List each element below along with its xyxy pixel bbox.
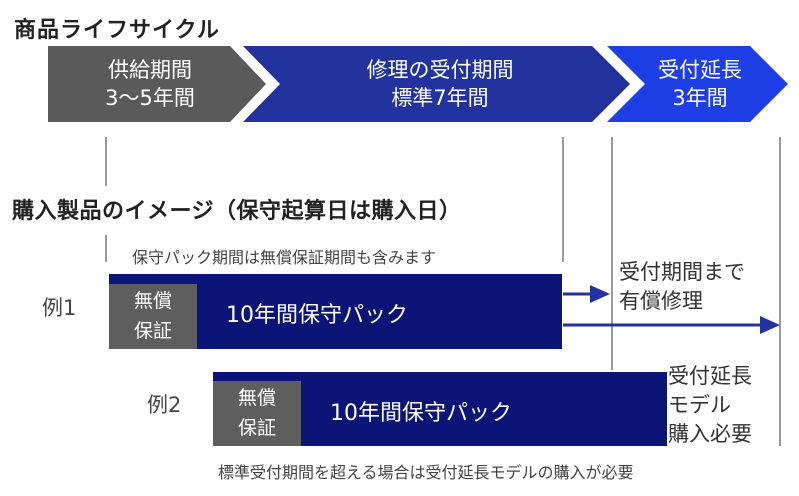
example1-warranty-line1: 無償 (133, 290, 172, 312)
example2-side-line2: モデル (668, 393, 731, 417)
phase-repair-chevron (243, 46, 630, 122)
example1-warranty-line2: 保証 (133, 320, 172, 342)
example1-side-line1: 受付期間まで (619, 260, 745, 284)
arrow-to-extension-end (563, 316, 780, 334)
example2-warranty-box: 無償 保証 (213, 381, 301, 446)
purchase-title: 購入製品のイメージ（保守起算日は購入日） (12, 199, 462, 224)
example2-side-line3: 購入必要 (668, 422, 752, 446)
example2-side-line1: 受付延長 (668, 364, 752, 388)
example2-pack-label: 10年間保守パック (330, 401, 512, 426)
guide-line-start-lower (105, 235, 107, 262)
note-bottom: 標準受付期間を超える場合は受付延長モデルの購入が必要 (218, 463, 634, 482)
example2-label: 例2 (147, 393, 182, 417)
phase-supply-line2: 3〜5年間 (105, 86, 195, 110)
example1-warranty-box: 無償 保証 (109, 284, 197, 349)
arrow-to-standard-end (563, 285, 610, 303)
example1-label: 例1 (42, 296, 77, 320)
phase-extension-chevron (607, 46, 788, 122)
guide-line-extension-end (779, 137, 781, 446)
example2-warranty-line1: 無償 (237, 387, 276, 409)
guide-line-start-upper (105, 137, 107, 186)
phase-extension-line2: 3年間 (672, 86, 728, 110)
example1-side-note: 受付期間まで 有償修理 (619, 258, 745, 316)
example1-pack-label: 10年間保守パック (226, 303, 408, 328)
phase-extension-label: 受付延長 3年間 (640, 56, 760, 112)
phase-supply-line1: 供給期間 (108, 58, 192, 82)
phase-repair-line2: 標準7年間 (391, 86, 489, 110)
phase-supply-chevron (48, 46, 266, 122)
guide-line-supply-end (562, 137, 564, 262)
lifecycle-title: 商品ライフサイクル (14, 18, 220, 43)
example1-side-line2: 有償修理 (619, 289, 703, 313)
note-top: 保守パック期間は無償保証期間も含みます (132, 248, 437, 267)
guide-line-standard-end (611, 137, 613, 370)
phase-supply-label: 供給期間 3〜5年間 (60, 56, 240, 112)
phase-extension-line1: 受付延長 (658, 58, 742, 82)
example2-warranty-line2: 保証 (237, 417, 276, 439)
example2-side-note: 受付延長 モデル 購入必要 (668, 362, 752, 449)
phase-repair-line1: 修理の受付期間 (366, 58, 514, 82)
phase-repair-label: 修理の受付期間 標準7年間 (300, 56, 580, 112)
